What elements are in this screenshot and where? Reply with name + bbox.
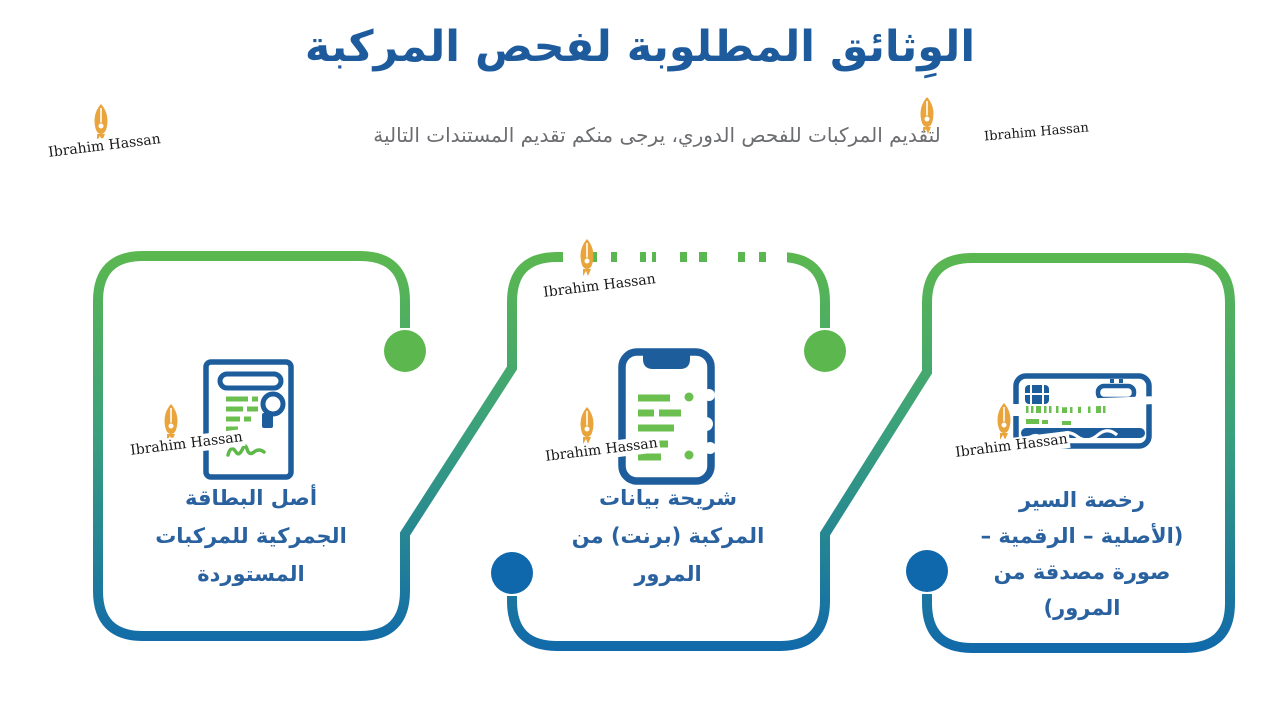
card1-line1: أصل البطاقة: [184, 486, 318, 510]
card1-line2: الجمركية للمركبات: [155, 524, 347, 548]
card2-line1: شريحة بيانات: [599, 486, 737, 510]
pen-watermarks: [84, 95, 1012, 445]
blue-node-card2: [491, 552, 533, 594]
page-title: الوِثائق المطلوبة لفحص المركبة: [304, 22, 976, 72]
card3-line4: المرور): [1043, 596, 1121, 620]
card2-card3-border-path: [507, 253, 1235, 653]
page-subtitle: لتقديم المركبات للفحص الدوري، يرجى منكم …: [373, 123, 941, 147]
card3-label: رخصة السير (الأصلية – الرقمية – صورة مصد…: [950, 482, 1214, 626]
pen-nib-icon: [579, 238, 595, 277]
card1-label: أصل البطاقة الجمركية للمركبات المستوردة: [120, 479, 382, 593]
driving-license-card-icon: [1010, 373, 1153, 449]
vehicle-data-chip-phone-icon: [618, 348, 716, 485]
green-node-card1: [384, 330, 426, 372]
blue-node-card3: [906, 550, 948, 592]
card2-label: شريحة بيانات المركبة (برنت) من المرور: [540, 479, 796, 593]
pen-nib-icon: [996, 402, 1012, 441]
card2-line2: المركبة (برنت) من: [571, 524, 765, 548]
green-node-card2: [804, 330, 846, 372]
customs-document-stamp-icon: [203, 359, 294, 480]
card1-line3: المستوردة: [197, 562, 305, 586]
card3-line3: صورة مصدقة من: [993, 560, 1171, 584]
card3-line2: (الأصلية – الرقمية –: [980, 524, 1184, 548]
card2-line3: المرور: [634, 562, 702, 586]
card3-line1: رخصة السير: [1018, 488, 1146, 512]
